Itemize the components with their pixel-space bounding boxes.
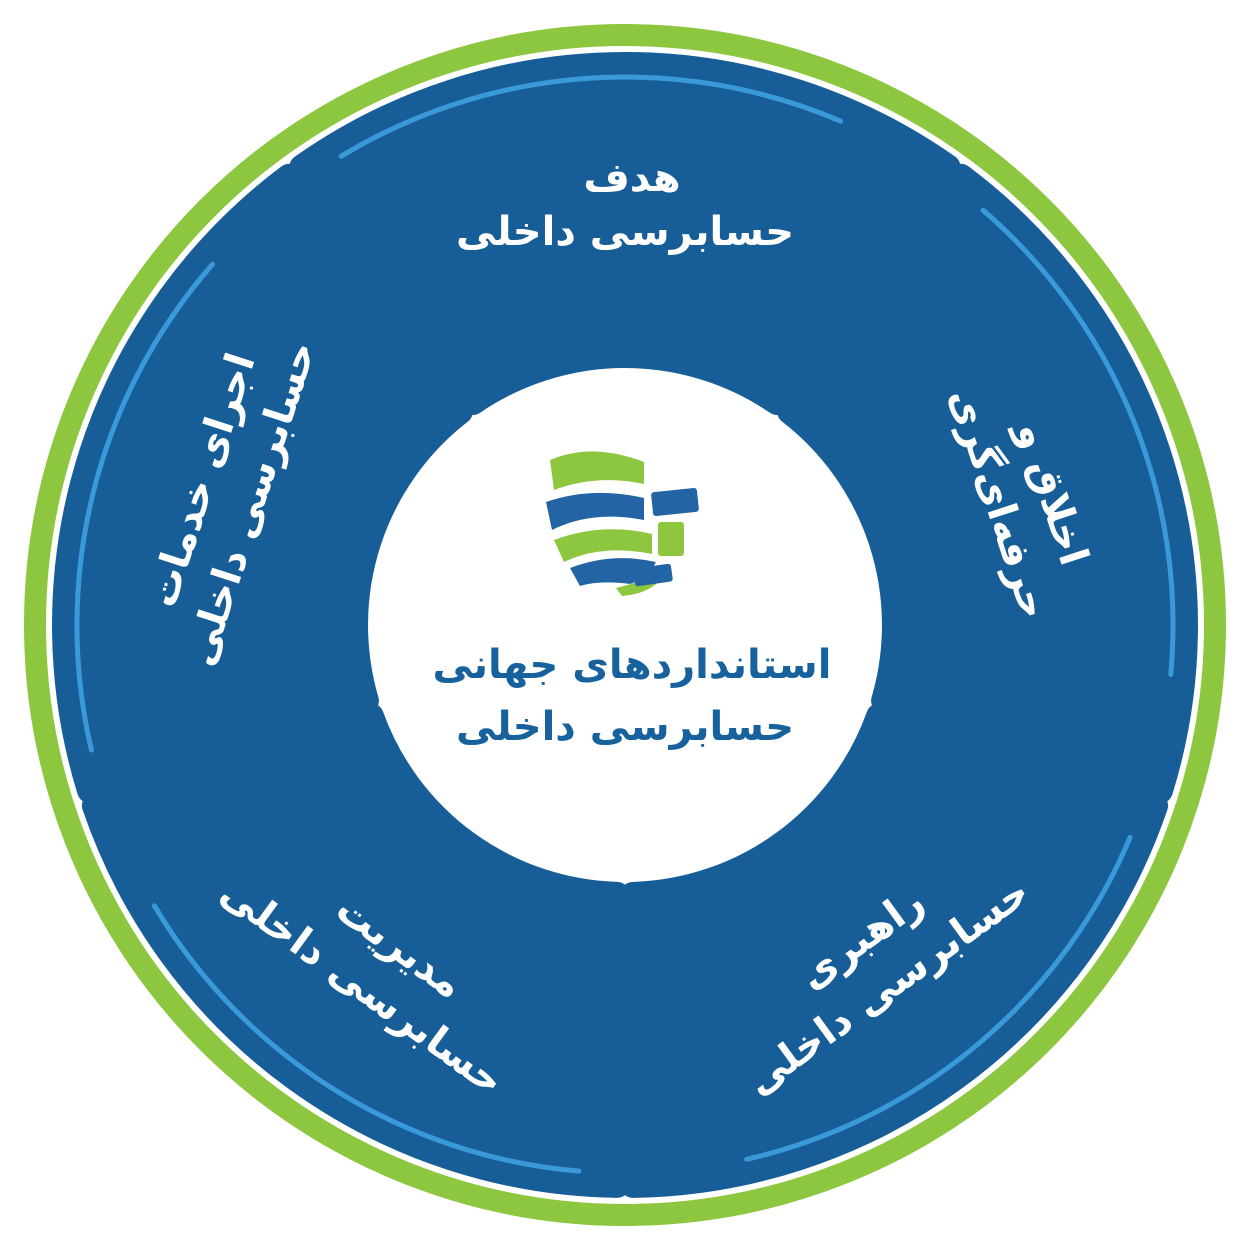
globe-tab-blue-top (651, 487, 699, 517)
globe-band-blue-1 (546, 492, 644, 530)
segment-management-shape (81, 703, 630, 1198)
segment-purpose-line1: هدف (583, 155, 680, 201)
segment-purpose-shape (289, 52, 961, 415)
segment-governance-accent (744, 835, 1133, 1162)
segment-management[interactable]: مدیریت حسابرسی داخلی (81, 703, 630, 1198)
segment-purpose-label: هدف حسابرسی داخلی (456, 155, 794, 255)
globe-tab-green-right (658, 522, 684, 556)
center-title: استانداردهای جهانی حسابرسی داخلی (419, 642, 832, 750)
outer-ring (24, 24, 1226, 1226)
center-title-line2: حسابرسی داخلی (456, 704, 794, 750)
globe-band-green-top (550, 451, 644, 490)
segment-ethics-accent (980, 207, 1176, 677)
segment-ethics[interactable]: اخلاق و حرفه‌ای‌گری (777, 163, 1198, 804)
segment-performance-accent (74, 261, 216, 753)
globe-tab-blue-bottom (633, 563, 673, 587)
segment-governance[interactable]: راهبری حسابرسی داخلی (620, 703, 1169, 1198)
segment-management-accent (151, 903, 582, 1174)
center-title-line1: استانداردهای جهانی (433, 642, 832, 688)
segment-purpose-line2: حسابرسی داخلی (456, 209, 794, 255)
globe-logo-icon (546, 451, 699, 596)
segment-governance-shape (620, 703, 1169, 1198)
segment-purpose-accent (338, 74, 844, 159)
globe-band-green-mid (554, 529, 652, 562)
segment-purpose[interactable]: هدف حسابرسی داخلی (289, 52, 961, 415)
segment-performance[interactable]: اجرای خدمات حسابرسی داخلی (52, 163, 473, 804)
